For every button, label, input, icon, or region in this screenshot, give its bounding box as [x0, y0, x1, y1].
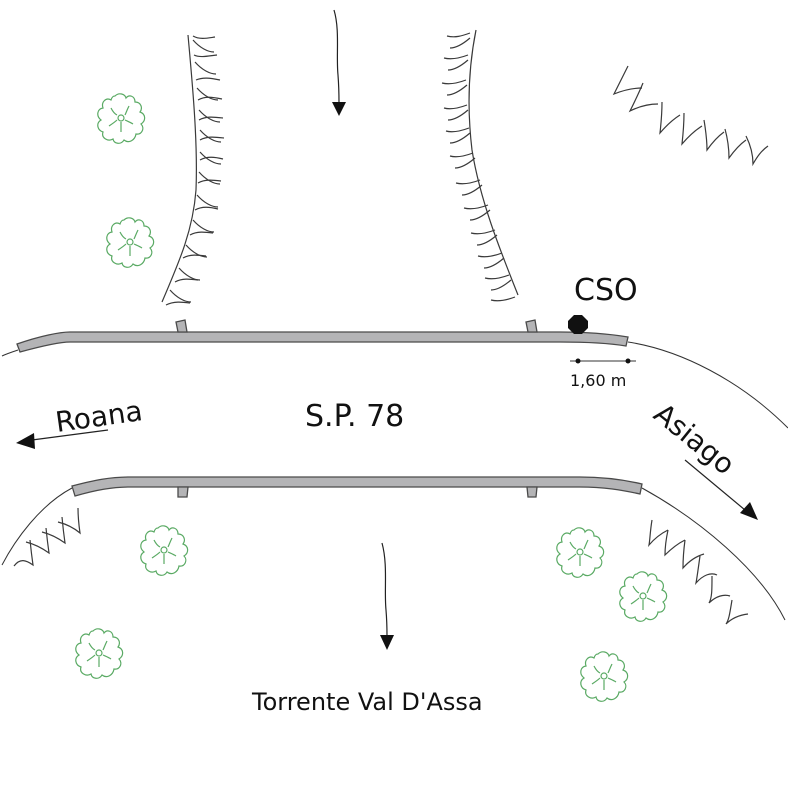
arrow-down-icon — [332, 9, 346, 116]
distance-label: 1,60 m — [570, 371, 626, 390]
road-edge-top-right — [627, 341, 788, 429]
arrow-left-icon — [16, 429, 109, 449]
direction-label-asiago: Asiago — [648, 397, 742, 482]
cso-label: CSO — [574, 273, 638, 308]
tree-icon — [140, 525, 189, 576]
tree-icon — [619, 571, 668, 622]
tree-icon — [580, 651, 629, 702]
guard-rail-bottom — [71, 476, 643, 497]
guard-rail-top — [16, 331, 629, 353]
tree-icon — [97, 93, 146, 144]
road-label: S.P. 78 — [305, 399, 404, 434]
guard-rail-post-bottom-1 — [177, 486, 189, 498]
arrow-down-icon — [380, 542, 394, 650]
octagon-marker-icon — [568, 315, 588, 334]
embankment-bottom-left — [13, 507, 81, 567]
river-label: Torrente Val D'Assa — [251, 688, 483, 716]
guard-rail-post-top-1 — [175, 319, 188, 333]
road-edge-top-left — [1, 349, 19, 357]
embankment-top-right — [612, 65, 769, 167]
direction-label-roana: Roana — [53, 394, 144, 439]
embankment-upper-right — [441, 29, 519, 302]
dimension-line — [570, 358, 636, 364]
tree-icon — [106, 217, 155, 268]
road-edge-bottom-left — [1, 487, 73, 566]
guard-rail-post-bottom-2 — [526, 486, 538, 498]
guard-rail-post-top-2 — [525, 319, 538, 333]
tree-icon — [556, 527, 605, 578]
tree-icon — [75, 628, 124, 679]
arrow-right-down-icon — [684, 459, 758, 520]
embankment-upper-left — [161, 34, 225, 306]
road-edge-bottom-right — [641, 487, 786, 621]
embankment-bottom-right — [647, 519, 749, 625]
